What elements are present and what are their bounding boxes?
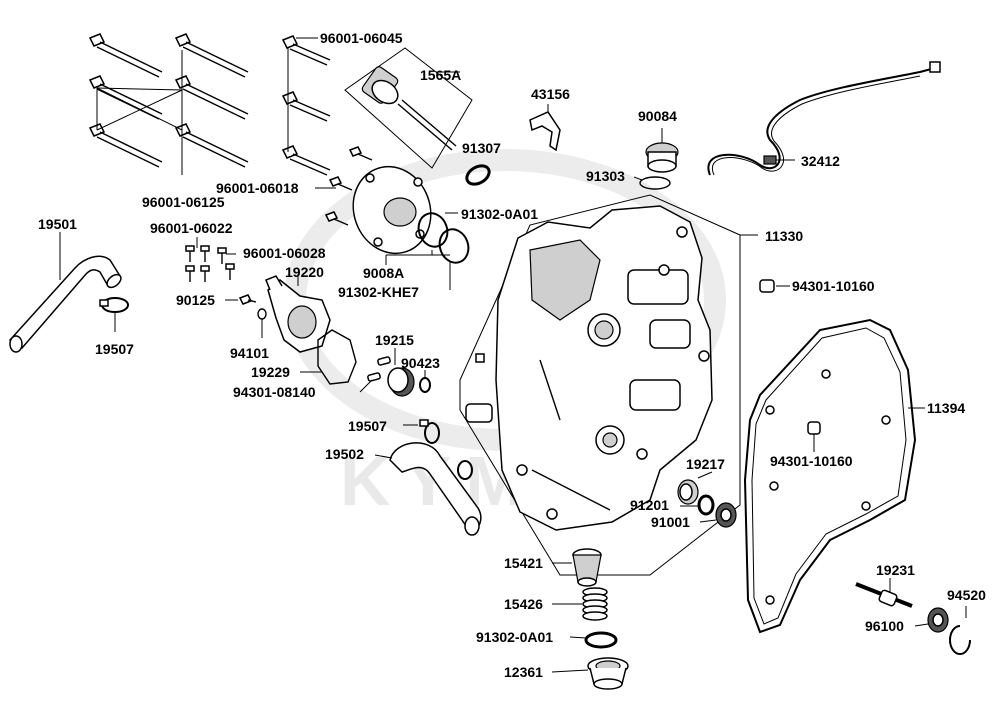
label-91302-0A01-top: 91302-0A01 [461,206,538,222]
label-96001-06022: 96001-06022 [150,220,233,236]
label-91302-KHE7: 91302-KHE7 [338,284,419,300]
hose-19502 [374,442,482,536]
dowel-94301-10160-bottom [807,421,821,452]
bracket-43156 [529,104,561,152]
label-94301-10160-top: 94301-10160 [792,278,875,294]
oring-91307 [465,164,491,186]
plug-90084 [645,128,679,173]
seal-91201 [680,494,715,516]
label-91201: 91201 [630,497,669,513]
label-90125: 90125 [176,292,215,308]
dipstick-1565A [344,47,473,169]
label-19215: 19215 [375,332,414,348]
label-94520: 94520 [947,587,986,603]
label-91307: 91307 [462,140,501,156]
label-91303: 91303 [586,168,625,184]
pump-cover-19220 [265,274,331,353]
label-19502: 19502 [325,446,364,462]
orings-91302 [386,212,470,290]
small-bolts-96001-06028 [217,247,236,280]
label-1565A: 1565A [420,67,461,83]
pin-94301-08140 [359,356,391,393]
label-96100: 96100 [865,618,904,634]
label-32412: 32412 [801,153,840,169]
label-96001-06028: 96001-06028 [243,245,326,261]
label-19217: 19217 [686,456,725,472]
bearing-91001 [699,502,737,528]
label-43156: 43156 [531,86,570,102]
bolt-group-96001-06125 [88,33,249,175]
label-90423: 90423 [401,355,440,371]
label-96001-06045: 96001-06045 [320,30,403,46]
circlip-94520 [949,606,971,655]
label-96001-06018: 96001-06018 [216,180,299,196]
label-19220: 19220 [285,264,324,280]
clamp-19507-mid [403,419,440,444]
bolt-group-96001-06045 [281,35,331,176]
label-94301-08140: 94301-08140 [233,384,316,400]
label-19231: 19231 [876,562,915,578]
impeller-19215 [387,348,415,397]
shaft-19231 [855,578,913,608]
crankcase-cover-11330 [459,194,758,576]
label-94101: 94101 [230,345,269,361]
bolt-90125 [225,294,257,305]
hose-19501 [8,232,122,353]
filter-cover-9008A [352,165,432,265]
label-15426: 15426 [504,596,543,612]
bushing-19217 [677,471,713,505]
dowel-94301-10160-top [759,279,790,293]
gasket-11394 [743,318,925,634]
label-19507-mid: 19507 [348,418,387,434]
bearing-96100 [914,607,949,633]
small-bolts-96001-06018 [315,146,373,226]
label-94301-10160-bottom: 94301-10160 [770,453,853,469]
label-19507-left: 19507 [95,341,134,357]
label-19501: 19501 [38,216,77,232]
label-11330: 11330 [765,228,803,244]
washer-91303 [633,176,671,190]
label-90084: 90084 [638,108,677,124]
label-19229: 19229 [251,364,290,380]
cable-32412 [707,61,941,176]
part-labels: 96001-06045 1565A 43156 90084 91307 9130… [38,30,986,680]
strainer-15421 [552,548,602,587]
plug-12361 [551,657,629,690]
clamp-19507-left [99,297,129,332]
label-91001: 91001 [651,514,690,530]
spring-15426 [552,587,608,621]
small-bolts-96001-06022 [185,237,210,282]
label-15421: 15421 [504,555,543,571]
label-12361: 12361 [504,664,543,680]
label-9008A: 9008A [363,265,404,281]
oring-91302-0A01-bottom [569,631,618,649]
label-11394: 11394 [927,400,965,416]
label-91302-0A01-bottom: 91302-0A01 [476,629,553,645]
washer-94101 [257,308,267,338]
label-96001-06125: 96001-06125 [142,194,225,210]
gasket-19229 [300,329,357,385]
seal-90423 [419,370,431,393]
